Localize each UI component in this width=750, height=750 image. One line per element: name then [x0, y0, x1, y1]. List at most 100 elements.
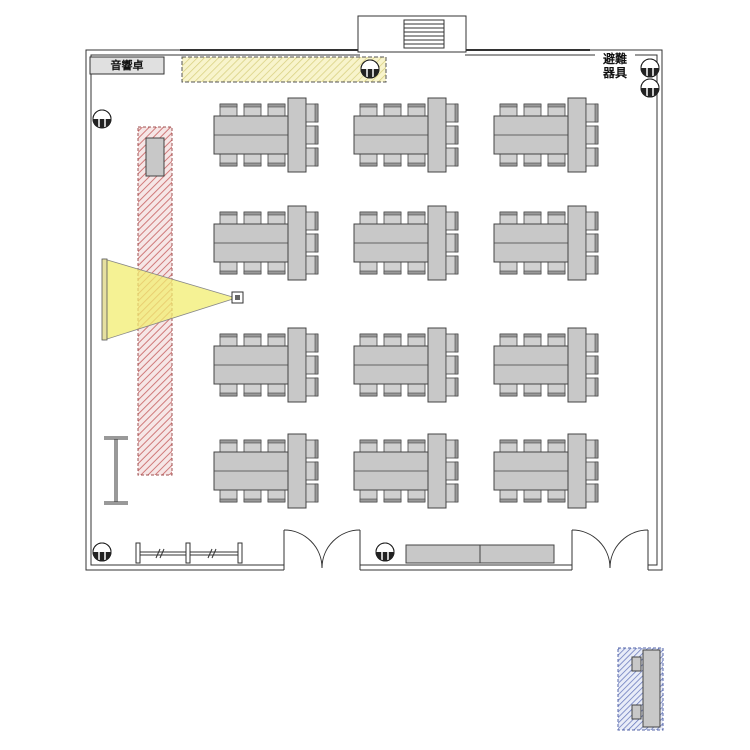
- chair[interactable]: [547, 333, 566, 347]
- chair[interactable]: [243, 439, 262, 453]
- chair[interactable]: [359, 211, 378, 225]
- chair[interactable]: [499, 153, 518, 167]
- chair[interactable]: [585, 439, 599, 459]
- chair[interactable]: [407, 103, 426, 117]
- table-vertical[interactable]: [427, 205, 447, 281]
- chair[interactable]: [219, 153, 238, 167]
- chair[interactable]: [585, 125, 599, 145]
- chair[interactable]: [547, 489, 566, 503]
- chair[interactable]: [499, 211, 518, 225]
- chair[interactable]: [585, 103, 599, 123]
- table-vertical[interactable]: [287, 433, 307, 509]
- chair[interactable]: [383, 383, 402, 397]
- chair[interactable]: [445, 461, 459, 481]
- chair[interactable]: [383, 211, 402, 225]
- door-icon[interactable]: [283, 529, 649, 570]
- chair[interactable]: [407, 383, 426, 397]
- chair[interactable]: [243, 261, 262, 275]
- chair[interactable]: [523, 383, 542, 397]
- audio-desk[interactable]: [89, 56, 165, 75]
- chair[interactable]: [243, 211, 262, 225]
- chair[interactable]: [523, 153, 542, 167]
- chair[interactable]: [359, 261, 378, 275]
- chair[interactable]: [305, 483, 319, 503]
- table-vertical[interactable]: [427, 327, 447, 403]
- table-vertical[interactable]: [427, 97, 447, 173]
- chair[interactable]: [219, 211, 238, 225]
- chair[interactable]: [383, 261, 402, 275]
- chair[interactable]: [523, 489, 542, 503]
- chair[interactable]: [585, 483, 599, 503]
- chair[interactable]: [243, 333, 262, 347]
- chair[interactable]: [499, 383, 518, 397]
- table-vertical[interactable]: [287, 327, 307, 403]
- chair[interactable]: [305, 103, 319, 123]
- chair[interactable]: [523, 261, 542, 275]
- chair[interactable]: [547, 153, 566, 167]
- chair[interactable]: [523, 439, 542, 453]
- chair[interactable]: [243, 103, 262, 117]
- chair[interactable]: [407, 211, 426, 225]
- chair[interactable]: [359, 383, 378, 397]
- chair[interactable]: [305, 461, 319, 481]
- chair[interactable]: [383, 489, 402, 503]
- chair[interactable]: [305, 211, 319, 231]
- chair[interactable]: [445, 255, 459, 275]
- chair[interactable]: [383, 333, 402, 347]
- chair[interactable]: [267, 439, 286, 453]
- chair[interactable]: [523, 211, 542, 225]
- chair[interactable]: [585, 461, 599, 481]
- chair[interactable]: [267, 383, 286, 397]
- table-vertical[interactable]: [567, 205, 587, 281]
- chair[interactable]: [305, 439, 319, 459]
- chair[interactable]: [445, 333, 459, 353]
- chair[interactable]: [267, 211, 286, 225]
- chair[interactable]: [547, 383, 566, 397]
- chair[interactable]: [585, 255, 599, 275]
- table-vertical[interactable]: [287, 205, 307, 281]
- chair[interactable]: [523, 103, 542, 117]
- chair[interactable]: [383, 103, 402, 117]
- chair[interactable]: [383, 439, 402, 453]
- chair[interactable]: [547, 211, 566, 225]
- chair[interactable]: [359, 489, 378, 503]
- chair[interactable]: [445, 439, 459, 459]
- chair[interactable]: [547, 439, 566, 453]
- chair[interactable]: [359, 153, 378, 167]
- chair[interactable]: [219, 103, 238, 117]
- chair[interactable]: [219, 261, 238, 275]
- chair[interactable]: [407, 333, 426, 347]
- chair[interactable]: [219, 489, 238, 503]
- chair[interactable]: [445, 233, 459, 253]
- chair[interactable]: [267, 103, 286, 117]
- chair[interactable]: [383, 153, 402, 167]
- chair[interactable]: [305, 147, 319, 167]
- chair[interactable]: [267, 333, 286, 347]
- chair[interactable]: [585, 377, 599, 397]
- chair[interactable]: [407, 489, 426, 503]
- chair[interactable]: [547, 261, 566, 275]
- chair[interactable]: [499, 103, 518, 117]
- chair[interactable]: [407, 261, 426, 275]
- chair[interactable]: [359, 333, 378, 347]
- table-vertical[interactable]: [287, 97, 307, 173]
- chair[interactable]: [359, 439, 378, 453]
- chair[interactable]: [305, 233, 319, 253]
- chair[interactable]: [585, 333, 599, 353]
- chair[interactable]: [267, 153, 286, 167]
- table-vertical[interactable]: [427, 433, 447, 509]
- chair[interactable]: [219, 333, 238, 347]
- chair[interactable]: [499, 261, 518, 275]
- chair[interactable]: [359, 103, 378, 117]
- chair[interactable]: [585, 211, 599, 231]
- chair[interactable]: [305, 355, 319, 375]
- table-vertical[interactable]: [567, 433, 587, 509]
- chair[interactable]: [243, 383, 262, 397]
- chair[interactable]: [305, 333, 319, 353]
- chair[interactable]: [585, 233, 599, 253]
- chair[interactable]: [243, 489, 262, 503]
- chair[interactable]: [585, 147, 599, 167]
- chair[interactable]: [445, 355, 459, 375]
- chair[interactable]: [445, 147, 459, 167]
- chair[interactable]: [445, 211, 459, 231]
